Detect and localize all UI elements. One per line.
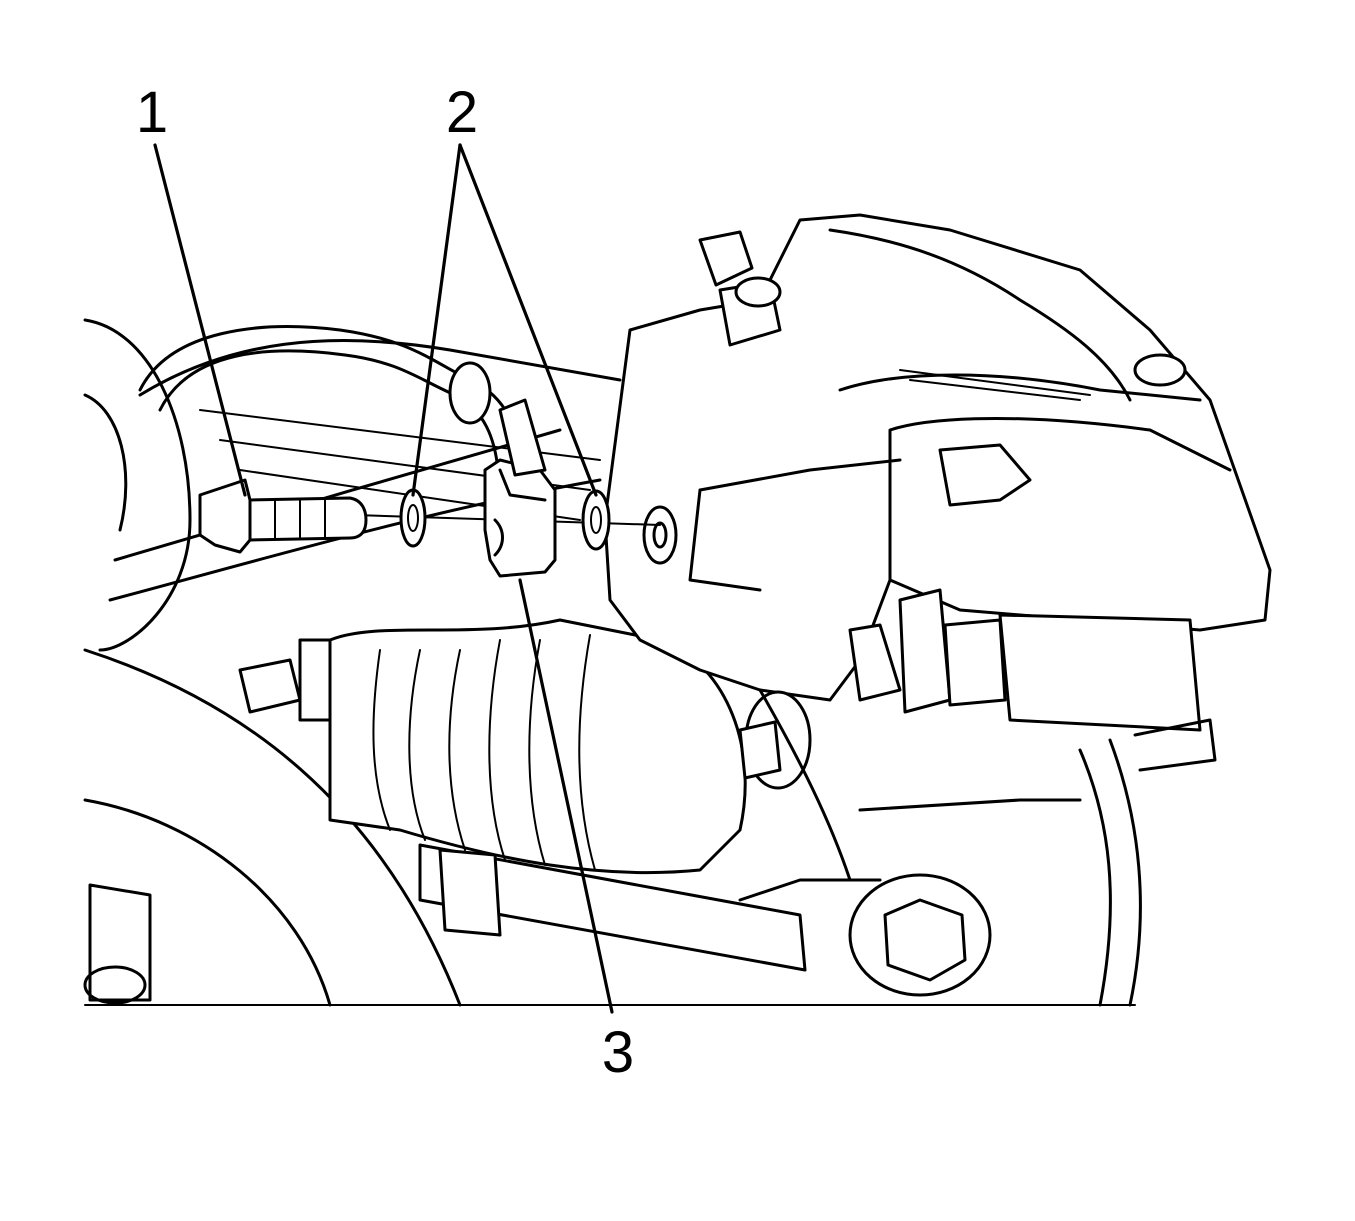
background-structure xyxy=(83,318,1136,1007)
brake-hose xyxy=(138,325,527,472)
callout-labels: 1 2 3 xyxy=(136,80,634,1085)
leader-lines xyxy=(153,143,614,1014)
callout-2-label: 2 xyxy=(446,80,478,145)
callout-3-label: 3 xyxy=(602,1020,634,1085)
leader-line-2b xyxy=(458,143,598,497)
leader-line-1 xyxy=(153,143,247,497)
sealing-washer-right xyxy=(581,489,611,551)
banjo-bolt xyxy=(198,478,368,554)
brake-hose-banjo-fitting xyxy=(483,398,557,578)
sealing-washer-left xyxy=(399,488,427,548)
brake-caliper xyxy=(603,213,1272,1007)
hose-fitting-assembly xyxy=(198,398,661,578)
leader-line-3 xyxy=(518,578,614,1014)
cv-axle-boot xyxy=(238,618,807,972)
callout-1-label: 1 xyxy=(136,80,168,145)
leader-line-2a xyxy=(411,143,462,497)
